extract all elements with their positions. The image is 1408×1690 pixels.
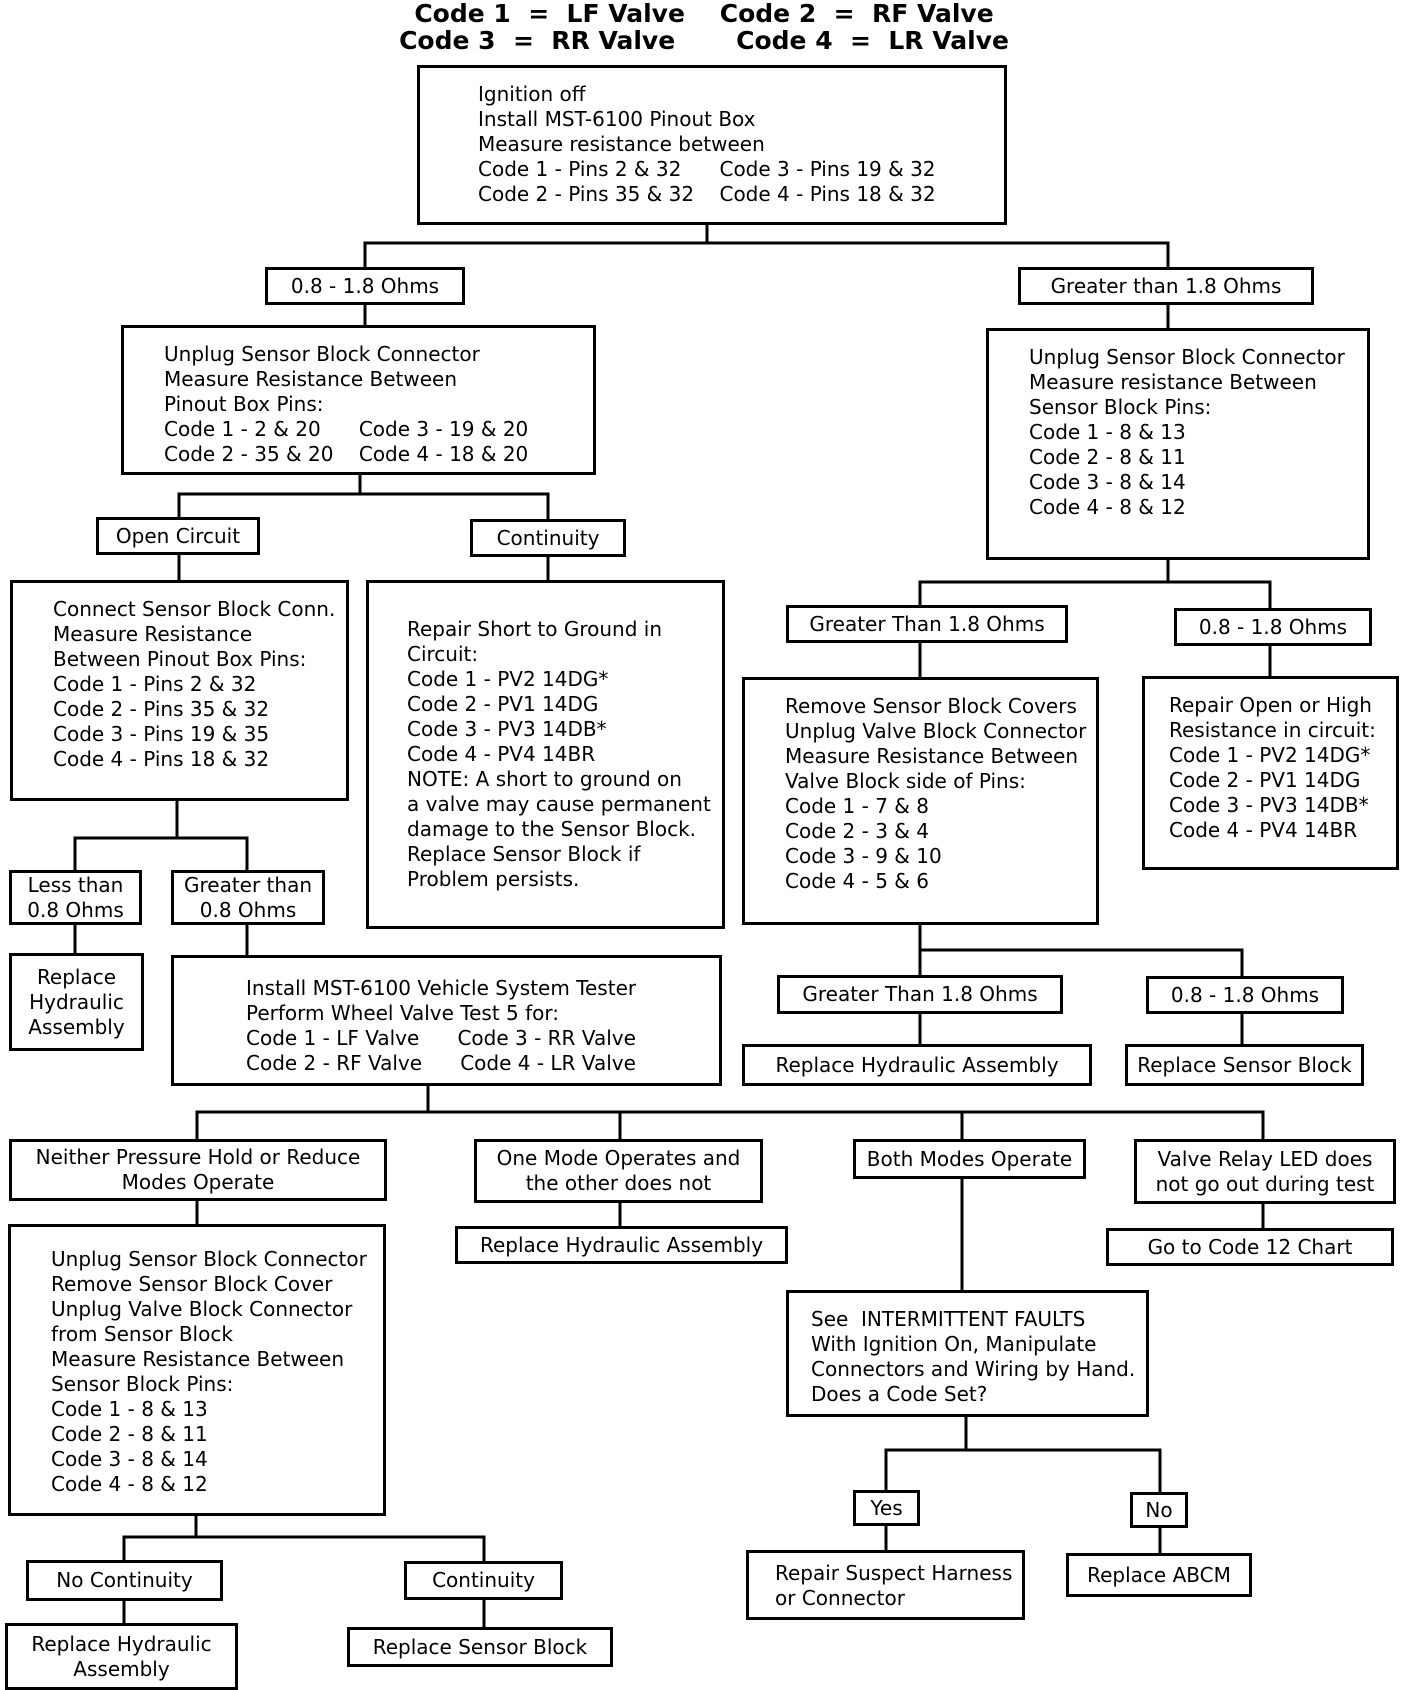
intermittent-faults-box: See INTERMITTENT FAULTS With Ignition On… xyxy=(786,1290,1149,1417)
repair-short-box: Repair Short to Ground in Circuit: Code … xyxy=(366,580,725,929)
continuity-label: Continuity xyxy=(470,519,626,557)
left-check-box: Unplug Sensor Block Connector Measure Re… xyxy=(121,325,596,475)
right-greater-label: Greater Than 1.8 Ohms xyxy=(786,605,1068,643)
start-step-box: Ignition off Install MST-6100 Pinout Box… xyxy=(417,65,1007,225)
install-tester-box: Install MST-6100 Vehicle System Tester P… xyxy=(171,955,722,1086)
header-line-1: Code 1 = LF Valve Code 2 = RF Valve xyxy=(414,0,994,28)
replace-abcm-box: Replace ABCM xyxy=(1066,1553,1252,1597)
no-label: No xyxy=(1130,1492,1188,1528)
right-range-label: Greater than 1.8 Ohms xyxy=(1018,267,1314,305)
repair-open-box: Repair Open or High Resistance in circui… xyxy=(1142,676,1399,870)
header-line-2: Code 3 = RR Valve Code 4 = LR Valve xyxy=(399,26,1009,55)
open-circuit-label: Open Circuit xyxy=(96,517,260,555)
replace-sensor-right-box: Replace Sensor Block xyxy=(1125,1044,1364,1086)
greater-than-18-label: Greater Than 1.8 Ohms xyxy=(777,975,1063,1014)
remove-covers-box: Remove Sensor Block Covers Unplug Valve … xyxy=(742,677,1099,925)
replace-hydraulic-right-box: Replace Hydraulic Assembly xyxy=(742,1044,1092,1086)
valve-relay-box: Valve Relay LED does not go out during t… xyxy=(1134,1139,1396,1204)
right-range2-label: 0.8 - 1.8 Ohms xyxy=(1174,608,1372,646)
repair-harness-box: Repair Suspect Harness or Connector xyxy=(746,1550,1025,1620)
both-modes-box: Both Modes Operate xyxy=(853,1139,1086,1179)
replace-sensor-bottom-box: Replace Sensor Block xyxy=(347,1627,613,1667)
continuity-bottom-label: Continuity xyxy=(404,1561,563,1600)
greater-than-label: Greater than 0.8 Ohms xyxy=(171,870,325,925)
right-check-box: Unplug Sensor Block Connector Measure re… xyxy=(986,328,1370,560)
unplug-bottom-box: Unplug Sensor Block Connector Remove Sen… xyxy=(8,1224,386,1516)
connect-sensor-box: Connect Sensor Block Conn. Measure Resis… xyxy=(10,580,349,801)
go-to-code-12-box: Go to Code 12 Chart xyxy=(1106,1228,1394,1266)
no-continuity-label: No Continuity xyxy=(26,1560,223,1601)
neither-mode-box: Neither Pressure Hold or Reduce Modes Op… xyxy=(9,1139,387,1201)
one-mode-box: One Mode Operates and the other does not xyxy=(474,1139,763,1203)
less-than-label: Less than 0.8 Ohms xyxy=(9,870,142,925)
replace-hydraulic-bottom-box: Replace Hydraulic Assembly xyxy=(5,1623,238,1690)
left-range-label: 0.8 - 1.8 Ohms xyxy=(265,267,465,305)
yes-label: Yes xyxy=(853,1490,920,1526)
replace-hydraulic-mid-box: Replace Hydraulic Assembly xyxy=(455,1226,788,1264)
range-08-18-label: 0.8 - 1.8 Ohms xyxy=(1146,976,1344,1014)
replace-hydraulic-small-box: Replace Hydraulic Assembly xyxy=(9,953,144,1051)
